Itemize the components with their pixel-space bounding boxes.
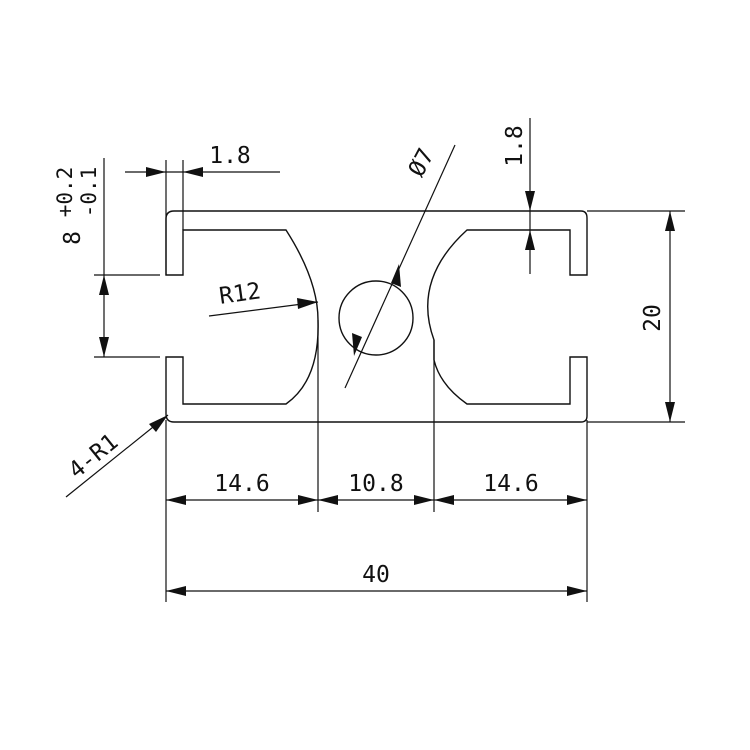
profile-outline — [165, 210, 588, 423]
dim-radius-r12: R12 — [208, 278, 319, 317]
dim-wall-right: 1.8 — [502, 118, 535, 274]
dim-wall-left: 1.8 — [125, 143, 280, 177]
dim-height: 20 — [640, 211, 675, 422]
dim-total-width-label: 40 — [362, 562, 390, 588]
extension-lines — [94, 160, 685, 602]
outer-contour — [165, 210, 588, 423]
dim-height-label: 20 — [640, 304, 666, 332]
dim-widths: 14.6 10.8 14.6 — [166, 471, 587, 505]
dim-corner-label: 4-R1 — [64, 429, 123, 484]
dim-slot-label: 8 — [60, 231, 86, 245]
dim-slot-tol-lower: -0.1 — [77, 167, 101, 218]
dim-wall-right-label: 1.8 — [502, 125, 528, 167]
dim-slot-tol-upper: +0.2 — [53, 167, 77, 218]
dim-width-right-label: 14.6 — [483, 471, 538, 497]
dim-total-width: 40 — [166, 562, 587, 596]
dim-width-left-label: 14.6 — [214, 471, 269, 497]
center-hole — [338, 280, 414, 356]
dim-hole-label: Ø7 — [404, 144, 440, 181]
dim-corner-radius: 4-R1 — [64, 414, 169, 498]
dim-slot: 8 +0.2 -0.1 — [53, 158, 109, 357]
dim-radius-label: R12 — [218, 278, 263, 310]
dim-wall-left-label: 1.8 — [209, 143, 251, 169]
dim-width-middle-label: 10.8 — [348, 471, 403, 497]
